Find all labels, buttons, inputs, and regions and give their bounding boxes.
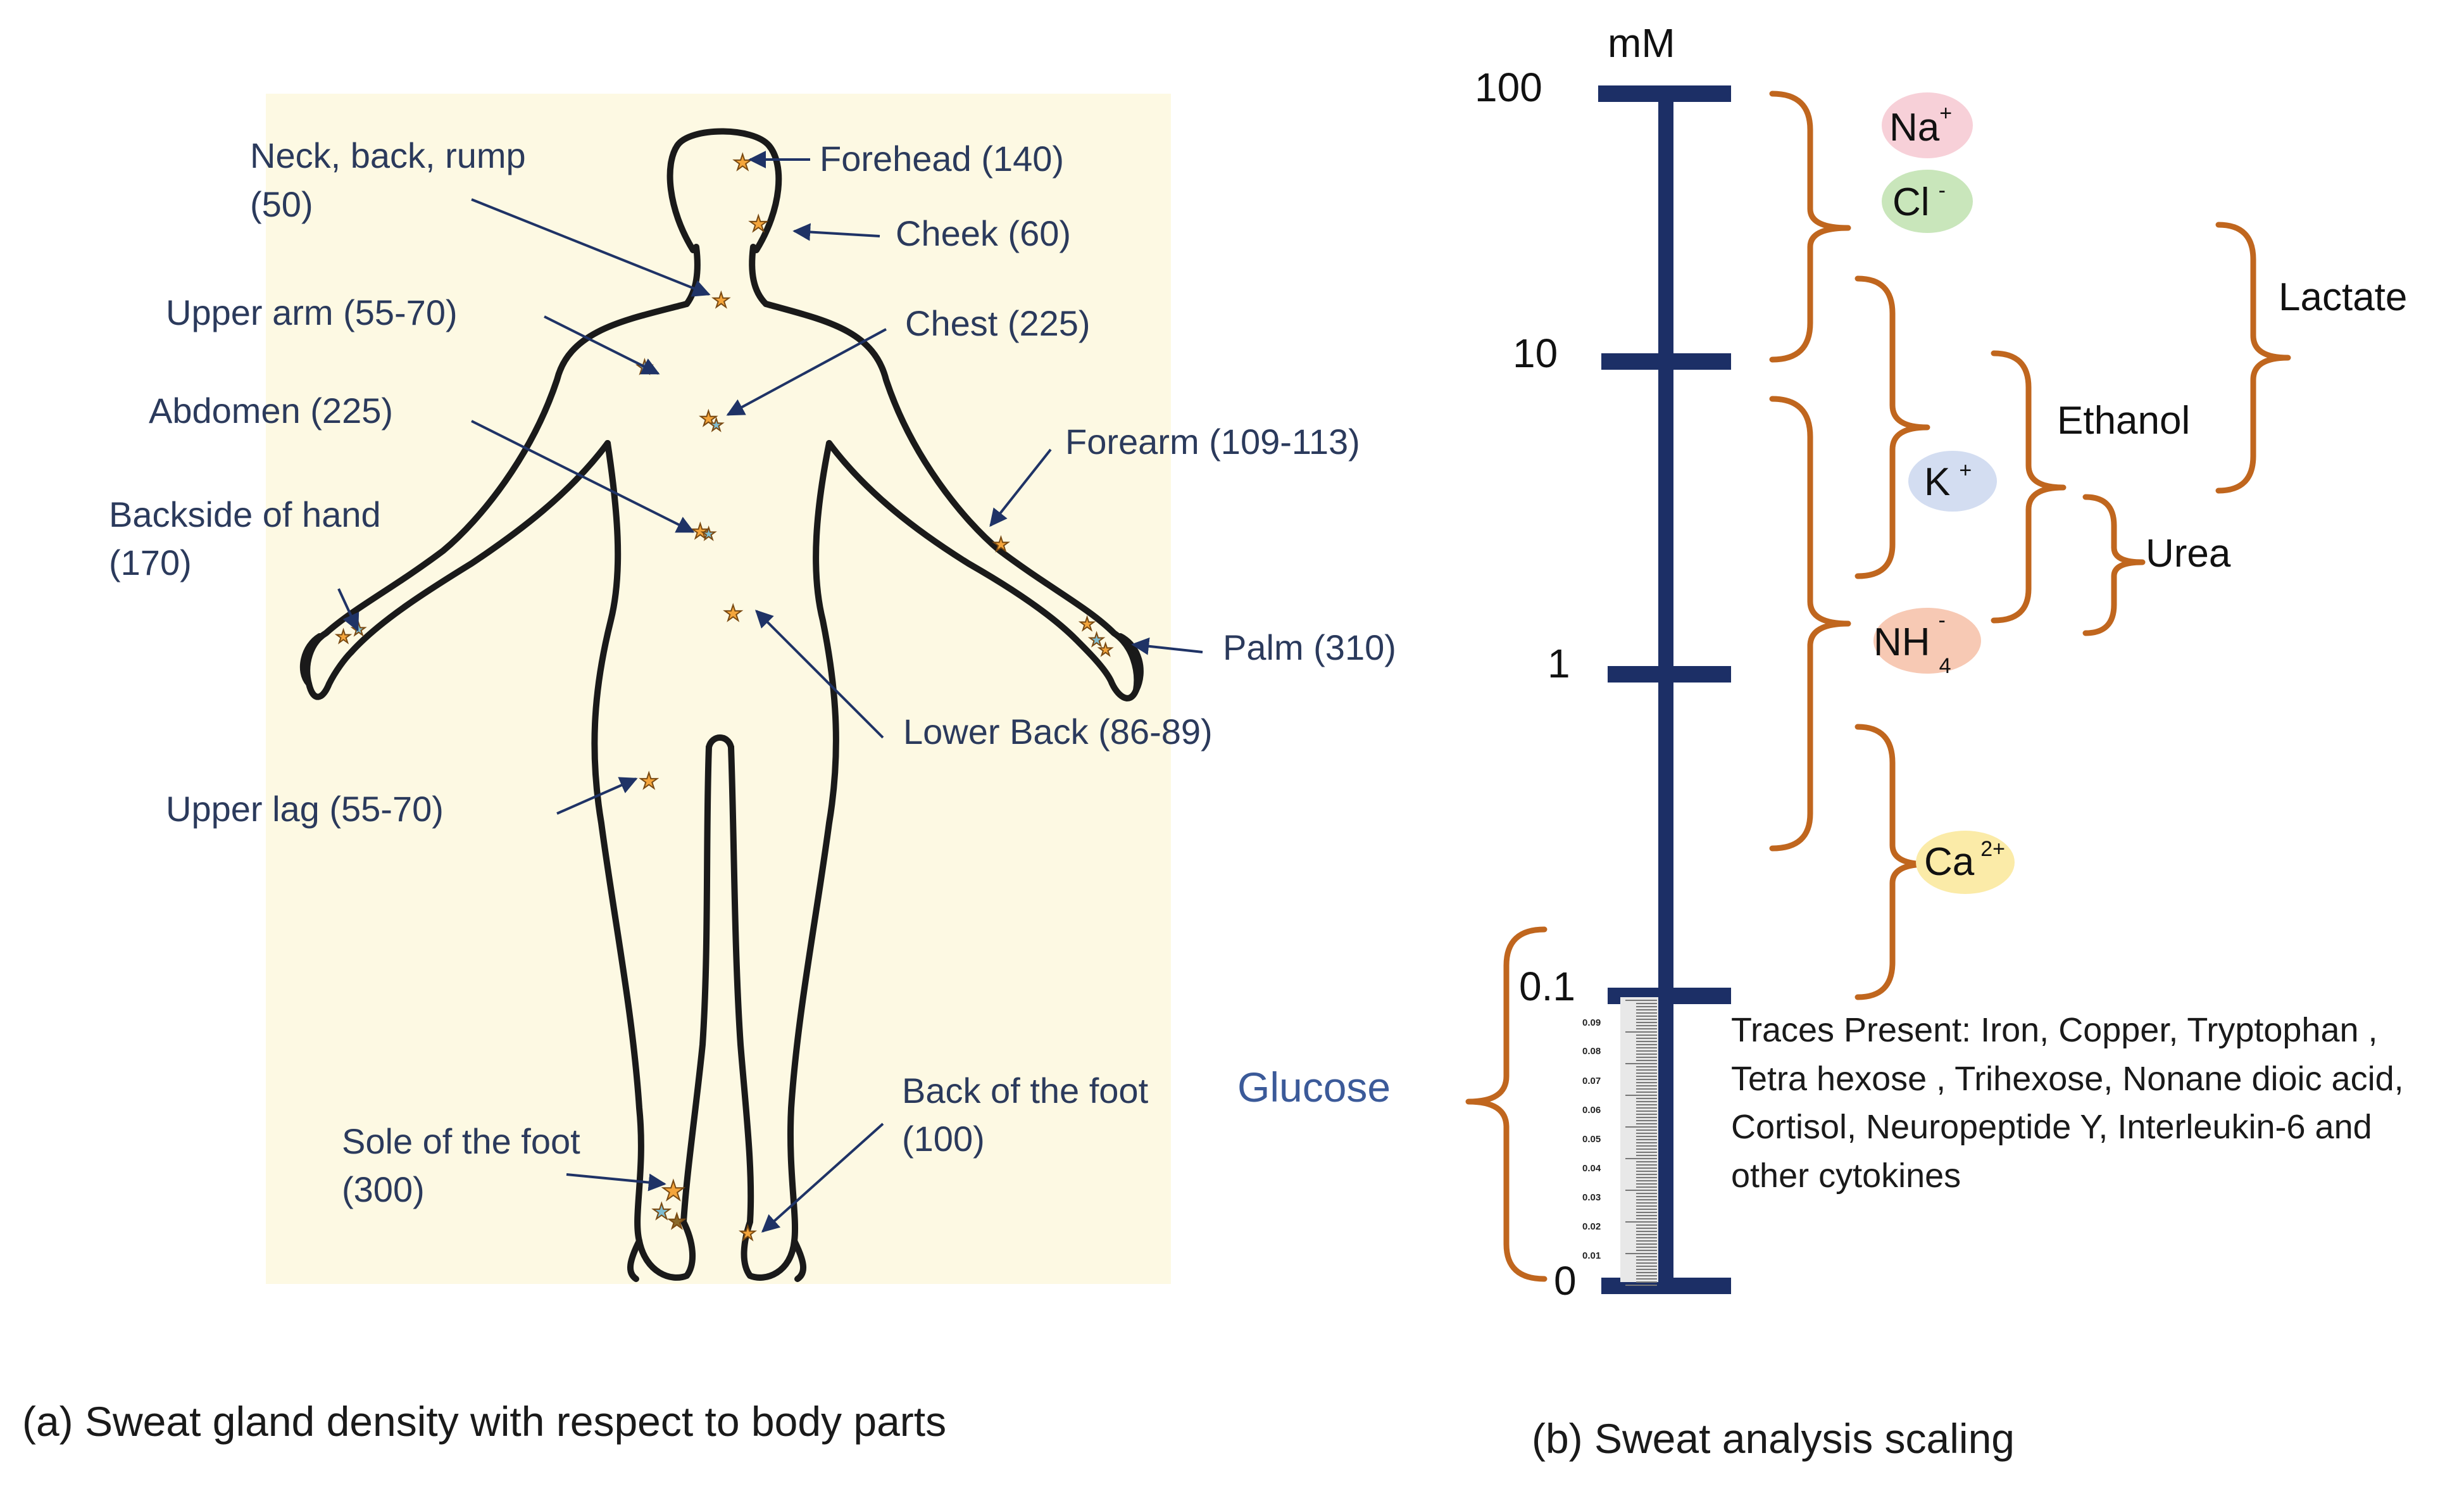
lactate-label: Lactate <box>2279 275 2407 319</box>
minor-tick-0-01: 0.01 <box>1582 1250 1601 1261</box>
minor-tick-0-07: 0.07 <box>1582 1076 1601 1086</box>
label-lower-back: Lower Back (86-89) <box>903 712 1213 752</box>
label-back-of-foot-value: (100) <box>902 1119 985 1159</box>
label-neck-back-rump-value: (50) <box>250 184 313 224</box>
label-sole-of-foot-value: (300) <box>342 1169 425 1209</box>
cl-label: Cl- <box>1892 179 1946 224</box>
label-arrows <box>337 151 1203 1233</box>
tick-0: 0 <box>1554 1258 1577 1304</box>
brace-nh4 <box>1769 396 1851 852</box>
tick-1: 1 <box>1548 641 1570 686</box>
na-label: Na+ <box>1889 101 1952 149</box>
star-icon: ★ <box>733 151 752 175</box>
traces-line-3: Cortisol, Neuropeptide Y, Interleukin-6 … <box>1731 1108 2372 1146</box>
label-chest: Chest (225) <box>905 303 1091 343</box>
star-icon: ★ <box>1079 614 1095 634</box>
nh4-label: NH4- <box>1873 608 1951 678</box>
traces-line-2: Tetra hexose , Trihexose, Nonane dioic a… <box>1731 1060 2404 1098</box>
label-upper-leg: Upper lag (55-70) <box>166 789 444 829</box>
tick-0-1: 0.1 <box>1519 964 1575 1009</box>
label-back-of-foot: Back of the foot <box>902 1071 1149 1110</box>
range-braces <box>1465 91 2291 1282</box>
scale-axis <box>1658 92 1673 1285</box>
minor-tick-0-06: 0.06 <box>1582 1105 1601 1116</box>
label-upper-arm: Upper arm (55-70) <box>166 293 458 332</box>
star-icon: ★ <box>739 1223 756 1244</box>
gland-markers: ★ ★ ★ ★ ★ ★ ★ ★ ★ ★ ★ ★ ★ ★ ★ ★ ★ ★ ★ ★ <box>335 150 1113 1245</box>
star-icon: ★ <box>668 1210 686 1233</box>
star-icon: ★ <box>709 415 723 434</box>
star-icon: ★ <box>699 407 718 430</box>
label-forearm: Forearm (109-113) <box>1065 422 1360 462</box>
nh4-bubble <box>1873 608 1981 674</box>
traces-line-4: other cytokines <box>1731 1157 1961 1195</box>
minor-tick-0-05: 0.05 <box>1582 1134 1601 1145</box>
star-icon: ★ <box>335 627 351 646</box>
panel-a: ★ ★ ★ ★ ★ ★ ★ ★ ★ ★ ★ ★ ★ ★ ★ ★ ★ ★ ★ ★ <box>22 94 1396 1445</box>
brace-glucose <box>1465 926 1548 1282</box>
na-bubble <box>1882 92 1973 158</box>
star-icon: ★ <box>701 524 716 543</box>
panel-b: mM 100 10 1 0.1 0 0.09 0.08 0.07 0.06 0.… <box>1237 20 2407 1462</box>
star-icon: ★ <box>1089 630 1104 650</box>
minor-tick-0-02: 0.02 <box>1582 1221 1601 1232</box>
tick-100: 100 <box>1475 65 1542 110</box>
label-forehead: Forehead (140) <box>820 139 1064 179</box>
label-abdomen: Abdomen (225) <box>149 391 393 431</box>
star-icon: ★ <box>712 289 730 311</box>
caption-b: (b) Sweat analysis scaling <box>1532 1415 2015 1462</box>
star-icon: ★ <box>639 769 658 793</box>
star-icon: ★ <box>992 534 1010 555</box>
star-icon: ★ <box>749 212 768 236</box>
label-neck-back-rump: Neck, back, rump <box>250 135 526 175</box>
ca-bubble <box>1916 831 2015 894</box>
label-backside-of-hand: Backside of hand <box>109 494 381 534</box>
star-icon: ★ <box>1098 640 1113 659</box>
star-icon: ★ <box>723 601 742 626</box>
body-background <box>266 94 1171 1284</box>
star-icon: ★ <box>652 1200 671 1224</box>
k-label: K+ <box>1924 458 1972 504</box>
axis-unit: mM <box>1608 20 1675 66</box>
minor-tick-0-03: 0.03 <box>1582 1192 1601 1203</box>
brace-urea <box>2082 494 2146 636</box>
minor-tick-0-09: 0.09 <box>1582 1017 1601 1028</box>
brace-na-cl <box>1769 91 1851 363</box>
label-sole-of-foot: Sole of the foot <box>342 1121 580 1161</box>
minor-tick-0-04: 0.04 <box>1582 1163 1601 1174</box>
caption-a: (a) Sweat gland density with respect to … <box>22 1398 946 1445</box>
k-bubble <box>1908 451 1997 512</box>
cl-bubble <box>1882 170 1973 233</box>
minor-tick-0-08: 0.08 <box>1582 1046 1601 1057</box>
tick-10: 10 <box>1513 330 1558 376</box>
label-palm: Palm (310) <box>1223 627 1396 667</box>
glucose-label: Glucose <box>1237 1064 1391 1110</box>
brace-ethanol <box>1991 350 2067 624</box>
urea-label: Urea <box>2146 532 2231 576</box>
brace-lactate <box>2215 222 2291 494</box>
fine-ruler: 0.09 0.08 0.07 0.06 0.05 0.04 0.03 0.02 … <box>1582 997 1658 1286</box>
body-outline <box>300 128 1144 1282</box>
label-cheek: Cheek (60) <box>896 213 1071 253</box>
brace-k <box>1854 275 1930 579</box>
ethanol-label: Ethanol <box>2057 399 2190 443</box>
traces-line-1: Traces Present: Iron, Copper, Tryptophan… <box>1731 1011 2378 1049</box>
label-backside-of-hand-value: (170) <box>109 543 192 582</box>
